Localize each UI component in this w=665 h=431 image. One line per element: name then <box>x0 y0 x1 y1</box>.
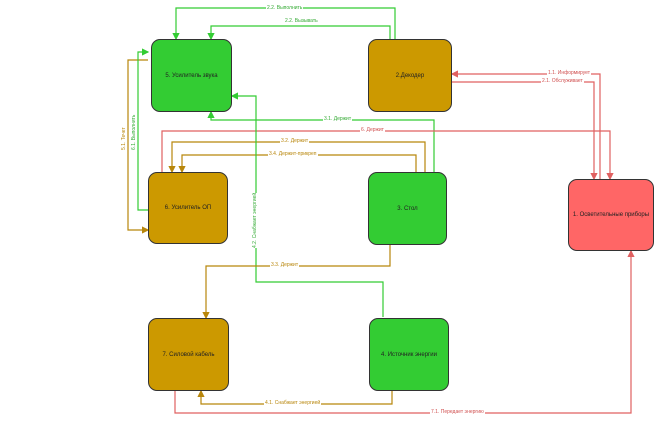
edge-label-4-2: 4.2. Снабжает энергией <box>252 192 258 248</box>
edge-label-6: 6. Держит <box>360 127 385 133</box>
edge-6-1 <box>137 48 150 211</box>
node-lighting[interactable]: 1. Осветительные приборы <box>568 179 654 251</box>
edge-3-4 <box>178 154 417 174</box>
edge-6 <box>161 130 614 181</box>
edge-label-2-2: 2.2. Вызывать <box>284 18 319 24</box>
edge-2-2 <box>207 25 391 41</box>
edge-label-5-1: 5.1. Течет <box>121 127 127 150</box>
edge-label-2-2-top: 2.2. Выполнить <box>266 5 304 11</box>
edge-label-4-1: 4.1. Снабжает энергией <box>264 400 322 406</box>
node-power-source[interactable]: 4. Источник энергии <box>369 318 449 391</box>
edge-label-6-1: 6.1. Выполнить <box>131 114 137 150</box>
edge-1-1 <box>450 70 601 179</box>
edge-2-1 <box>452 81 598 181</box>
node-sound-amplifier[interactable]: 5. Усилитель звука <box>151 39 232 112</box>
node-decoder[interactable]: 2.Декодер <box>368 39 452 112</box>
edge-label-3-1: 3.1. Держит <box>323 116 353 122</box>
edge-7-1 <box>174 249 635 414</box>
edge-label-2-1: 2.1. Обслуживает <box>541 78 584 84</box>
node-op-amplifier[interactable]: 6. Усилитель ОП <box>148 172 228 244</box>
edge-label-3-4: 3.4. Держит-прикреп <box>268 151 318 157</box>
edge-label-7-1: 7.1. Передает энергию <box>430 409 485 415</box>
edge-3-2 <box>168 141 426 174</box>
edge-3-1 <box>207 110 435 172</box>
edge-4-2 <box>230 92 384 317</box>
edge-label-3-3: 3.3. Держит <box>270 262 300 268</box>
node-power-cable[interactable]: 7. Силовой кабель <box>148 318 229 391</box>
edge-label-1-1: 1.1. Информирует <box>547 70 592 76</box>
edge-label-3-2: 3.2. Держит <box>280 138 310 144</box>
node-table[interactable]: 3. Стол <box>368 172 447 245</box>
